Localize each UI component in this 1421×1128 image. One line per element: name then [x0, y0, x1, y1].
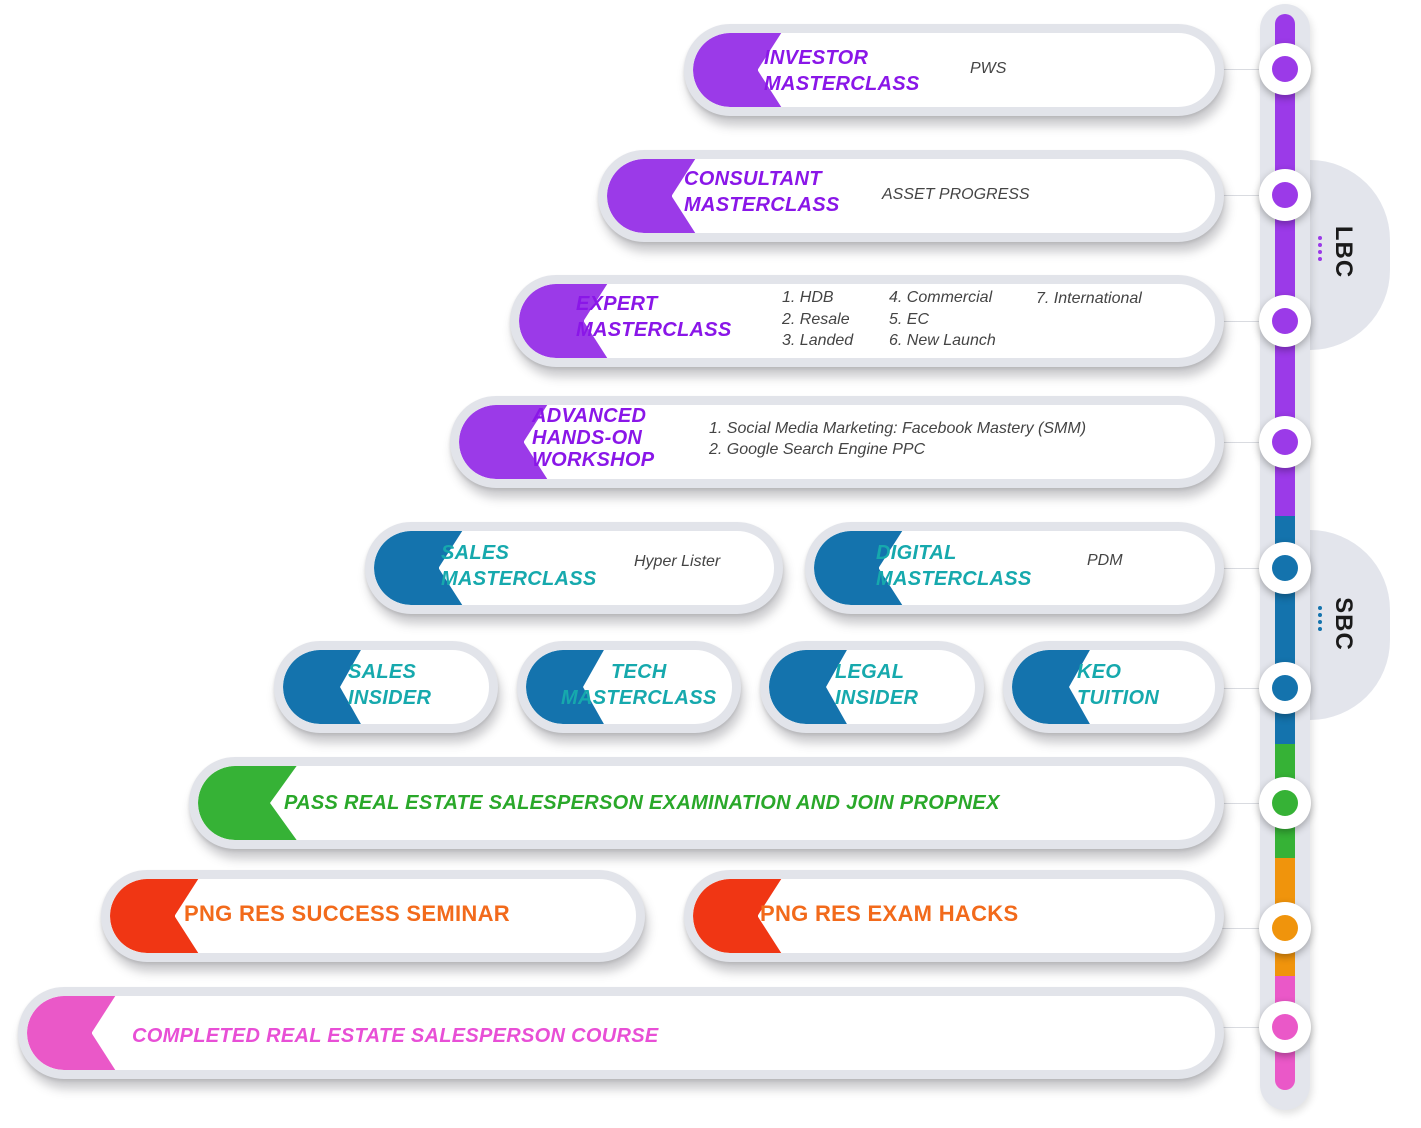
advanced-workshop-card — [450, 396, 1224, 488]
investor-subtitle: PWS — [970, 60, 1007, 77]
expert-item: 5. EC — [889, 311, 930, 328]
expert-item: 2. Resale — [782, 311, 850, 328]
exam-hacks-title: PNG RES EXAM HACKS — [760, 901, 1019, 926]
pass-exam-card — [189, 757, 1224, 849]
timeline-node-advanced — [1259, 416, 1311, 468]
title-line: TECH — [610, 661, 667, 683]
title-line: INSIDER — [835, 687, 919, 709]
title-line: MASTERCLASS — [684, 194, 840, 216]
legal-insider-card — [760, 641, 984, 733]
expert-item: 1. HDB — [782, 289, 834, 306]
success-seminar-title: PNG RES SUCCESS SEMINAR — [184, 901, 510, 926]
timeline-node-expert — [1259, 295, 1311, 347]
card-arrow-cap — [110, 879, 235, 953]
expert-item: 6. New Launch — [889, 332, 996, 349]
title-line: MASTERCLASS — [561, 687, 717, 709]
advanced-item: 1. Social Media Marketing: Facebook Mast… — [709, 420, 1087, 437]
connector — [1222, 928, 1262, 929]
timeline-node-pass-exam — [1259, 777, 1311, 829]
investor-masterclass-card — [684, 24, 1224, 116]
exam-hacks-card — [684, 870, 1224, 962]
timeline-node-consultant — [1259, 169, 1311, 221]
expert-item: 4. Commercial — [889, 289, 993, 306]
legal-insider-title: LEGAL INSIDER — [835, 659, 918, 711]
title-line: EXPERT — [576, 293, 658, 315]
sbc-dots — [1318, 606, 1322, 634]
title-line: INSIDER — [348, 687, 432, 709]
title-line: MASTERCLASS — [441, 568, 597, 590]
title-line: MASTERCLASS — [764, 73, 920, 95]
card-arrow-cap — [1012, 650, 1122, 724]
tech-masterclass-card — [517, 641, 741, 733]
card-arrow-cap — [519, 284, 644, 358]
digital-masterclass-subtitle: PDM — [1087, 552, 1123, 569]
keo-tuition-title: KEO TUITION — [1077, 659, 1159, 711]
card-arrow-cap — [283, 650, 393, 724]
digital-masterclass-card — [805, 522, 1224, 614]
sales-masterclass-title: SALES MASTERCLASS — [441, 540, 597, 592]
connector — [1222, 442, 1262, 443]
timeline-node-investor — [1259, 43, 1311, 95]
card-arrow-cap — [27, 996, 152, 1070]
card-arrow-cap — [459, 405, 584, 479]
card-arrow-cap — [814, 531, 939, 605]
connector — [1222, 803, 1262, 804]
title-line: MASTERCLASS — [876, 568, 1032, 590]
sales-insider-card — [274, 641, 498, 733]
consultant-masterclass-card — [598, 150, 1224, 242]
title-line: MASTERCLASS — [576, 319, 732, 341]
expert-masterclass-card — [510, 275, 1224, 367]
connector — [1222, 195, 1262, 196]
timeline-node-seminars — [1259, 902, 1311, 954]
title-line: DIGITAL — [876, 542, 957, 564]
investor-title: INVESTOR MASTERCLASS — [764, 45, 920, 97]
title-line: LEGAL — [835, 661, 905, 683]
expert-title: EXPERT MASTERCLASS — [576, 291, 732, 343]
title-line: SALES — [348, 661, 417, 683]
card-arrow-cap — [607, 159, 732, 233]
timeline-node-sales-digital — [1259, 542, 1311, 594]
sales-insider-title: SALES INSIDER — [348, 659, 431, 711]
lbc-label: LBC — [1330, 225, 1357, 279]
timeline-node-completed — [1259, 1001, 1311, 1053]
success-seminar-card — [101, 870, 645, 962]
consultant-subtitle: ASSET PROGRESS — [882, 186, 1030, 203]
lbc-dots — [1318, 236, 1322, 264]
expert-item: 7. International — [1036, 290, 1142, 307]
pass-exam-title: PASS REAL ESTATE SALESPERSON EXAMINATION… — [284, 792, 1000, 814]
card-arrow-cap — [693, 879, 818, 953]
card-arrow-cap — [526, 650, 636, 724]
connector — [1222, 321, 1262, 322]
title-line: INVESTOR — [764, 47, 869, 69]
title-line: TUITION — [1077, 687, 1160, 709]
title-line: SALES — [441, 542, 510, 564]
keo-tuition-card — [1003, 641, 1224, 733]
sales-masterclass-card — [365, 522, 783, 614]
card-arrow-cap — [693, 33, 818, 107]
card-arrow-cap — [374, 531, 499, 605]
title-line: KEO — [1077, 661, 1122, 683]
completed-course-card — [18, 987, 1224, 1079]
connector — [1222, 69, 1262, 70]
connector — [1222, 568, 1262, 569]
card-arrow-cap — [769, 650, 879, 724]
digital-masterclass-title: DIGITAL MASTERCLASS — [876, 540, 1032, 592]
sbc-label: SBC — [1330, 597, 1357, 651]
sales-masterclass-subtitle: Hyper Lister — [634, 553, 721, 570]
title-line: WORKSHOP — [532, 449, 655, 471]
timeline-node-insiders — [1259, 662, 1311, 714]
title-line: ADVANCED — [532, 405, 647, 427]
rail-segment-purple — [1275, 14, 1295, 516]
title-line: HANDS-ON — [532, 427, 643, 449]
advanced-item: 2. Google Search Engine PPC — [709, 441, 926, 458]
advanced-title: ADVANCED HANDS-ON WORKSHOP — [532, 405, 654, 471]
completed-course-title: COMPLETED REAL ESTATE SALESPERSON COURSE — [132, 1025, 659, 1047]
connector — [1222, 1027, 1262, 1028]
title-line: CONSULTANT — [684, 168, 822, 190]
consultant-title: CONSULTANT MASTERCLASS — [684, 166, 840, 218]
connector — [1222, 688, 1262, 689]
tech-masterclass-title: TECH MASTERCLASS — [561, 659, 717, 711]
expert-item: 3. Landed — [782, 332, 854, 349]
card-arrow-cap — [198, 766, 338, 840]
